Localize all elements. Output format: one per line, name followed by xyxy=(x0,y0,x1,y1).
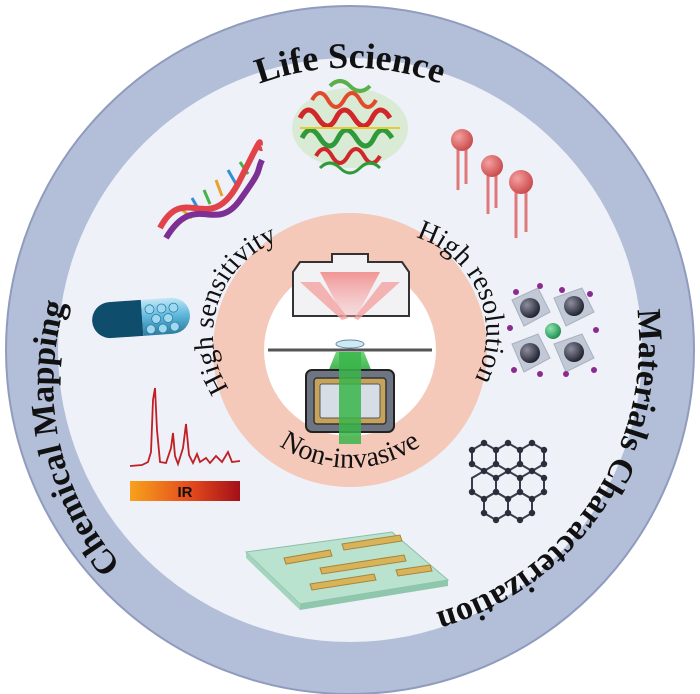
protein-structure-icon xyxy=(292,79,408,175)
ir-label: IR xyxy=(178,484,193,501)
microscope-illustration xyxy=(268,253,432,444)
circuit-board-icon xyxy=(244,531,450,610)
graphene-lattice-icon xyxy=(468,439,548,524)
perovskite-crystal-icon xyxy=(507,283,599,377)
dna-helix-icon xyxy=(157,139,265,240)
ir-spectrum-icon: IR xyxy=(129,387,241,501)
drug-capsule-icon xyxy=(92,297,190,339)
lipid-molecules-icon xyxy=(451,129,533,238)
